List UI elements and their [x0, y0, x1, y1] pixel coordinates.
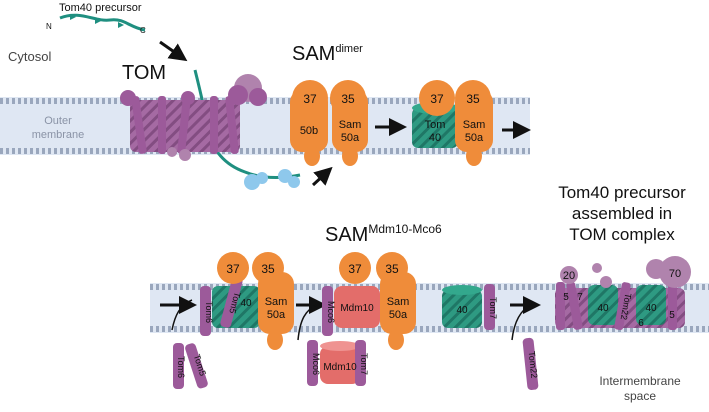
- sam-tom40-complex: [412, 80, 493, 166]
- mco6-label-1: Mco6: [326, 301, 336, 323]
- tom7-label-free: Tom7: [359, 353, 369, 375]
- sam37-label-2: 37: [430, 92, 444, 106]
- sam50a-label-1: 50a: [341, 132, 360, 144]
- sam37-label-3: 37: [226, 262, 240, 276]
- mdm10-label-1: Mdm10: [340, 303, 374, 314]
- tom40-tom-label: Tom: [425, 119, 446, 131]
- curve-b1: [171, 299, 193, 331]
- tom-complex-assembled: [555, 256, 691, 331]
- c-terminus-label: C: [140, 26, 146, 35]
- tom40-precursor-chain: [59, 13, 146, 32]
- tom22-free: [522, 337, 539, 390]
- sam-dimer-1: [290, 80, 368, 166]
- ims-label-1: Intermembrane: [599, 374, 681, 388]
- sam-label-1: Sam: [339, 119, 362, 131]
- ims-label-2: space: [624, 389, 656, 403]
- sam-mdm10-mco6: [322, 252, 416, 350]
- sam-dimer-label: SAMdimer: [292, 43, 363, 65]
- sam-label-3: Sam: [265, 296, 288, 308]
- sam35-label-3: 35: [261, 262, 275, 276]
- outer-membrane-label-1: Outer: [44, 115, 72, 127]
- mco6-label-2: Mco6: [311, 353, 321, 375]
- tom40-label-a1: 40: [597, 303, 609, 314]
- tom22-label-a: Tom22: [619, 292, 634, 320]
- sam35-label-4: 35: [385, 262, 399, 276]
- sam-dimer-main: SAM: [292, 43, 335, 65]
- tom-complex-top: [120, 74, 267, 161]
- tom6-tom5-free: [173, 343, 208, 389]
- tom20-label: 20: [563, 270, 575, 282]
- chaperones: [244, 169, 300, 190]
- tom22-label-free: Tom22: [527, 351, 540, 379]
- tom40-label-b1: 40: [240, 298, 252, 309]
- tom40-40-label: 40: [429, 132, 441, 144]
- sam37-label-1: 37: [303, 92, 317, 106]
- tom40-label-a2: 40: [645, 303, 657, 314]
- sam35-label-1: 35: [341, 92, 355, 106]
- import-arrow: [159, 40, 188, 62]
- tom70-label: 70: [669, 268, 681, 280]
- cytosol-label: Cytosol: [8, 49, 51, 64]
- outer-membrane-label-2: membrane: [32, 129, 85, 141]
- sam-tom40-bottom: [200, 252, 294, 350]
- sam35-label-2: 35: [466, 92, 480, 106]
- assembled-label-1: Tom40 precursor: [558, 183, 686, 202]
- tom40-label-b2: 40: [456, 305, 468, 316]
- assembled-label-2: assembled in: [572, 204, 672, 223]
- tom40-tom7: [442, 284, 495, 330]
- mdm10-free: [307, 340, 366, 386]
- tom-label: TOM: [122, 62, 166, 84]
- tom5-label-a2: 5: [669, 310, 675, 321]
- tom40-precursor-label: Tom40 precursor: [59, 2, 142, 14]
- tom5-label-a1: 5: [563, 292, 569, 303]
- sam-label-4: Sam: [387, 296, 410, 308]
- mdm10-label-2: Mdm10: [323, 362, 357, 373]
- tom6-label-free: Tom6: [176, 356, 186, 378]
- curve-b2: [297, 303, 319, 341]
- sam-mdm-sup: Mdm10-Mco6: [368, 222, 442, 236]
- sam37-label-4: 37: [348, 262, 362, 276]
- assembled-label-3: TOM complex: [569, 225, 675, 244]
- sam50b-label: 50b: [300, 125, 318, 137]
- n-terminus-label: N: [46, 22, 52, 31]
- curve-b3: [511, 303, 533, 341]
- tom6-label-b1: Tom6: [204, 301, 214, 323]
- sam50a-label-3: 50a: [267, 309, 286, 321]
- sam-mdm-label: SAMMdm10-Mco6: [325, 222, 442, 246]
- sam-dimer-sup: dimer: [335, 43, 363, 55]
- sam-mdm-main: SAM: [325, 224, 368, 246]
- sam50a-label-4: 50a: [389, 309, 408, 321]
- sam-label-2: Sam: [463, 119, 486, 131]
- sam50a-label-2: 50a: [465, 132, 484, 144]
- tom6-label-a: 6: [638, 318, 644, 329]
- tom7-label-b2: Tom7: [488, 297, 498, 319]
- arrow-to-sam: [311, 166, 333, 187]
- tom7-label-a: 7: [577, 292, 583, 303]
